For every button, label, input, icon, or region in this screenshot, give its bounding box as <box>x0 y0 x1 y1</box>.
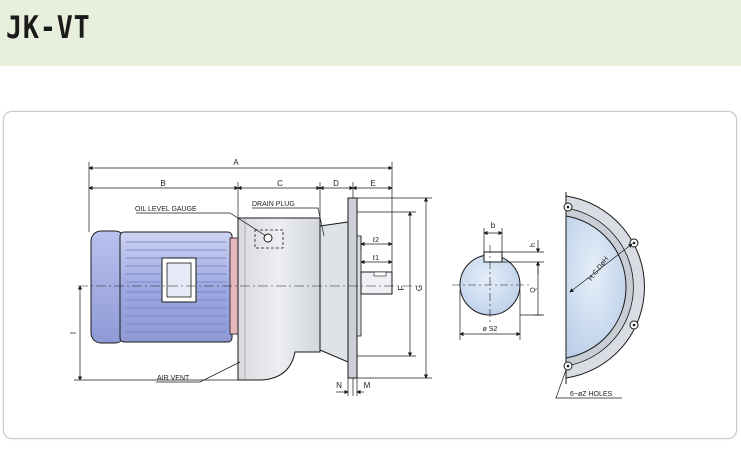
drawing-labels: A B C D E ℓ2 ℓ1 F G I N M OIL LEVEL GAUG… <box>69 158 613 398</box>
dim-label-e: E <box>370 179 375 188</box>
dim-label-l2: ℓ2 <box>372 237 379 244</box>
dim-label-c: C <box>277 179 283 188</box>
oil-level-gauge-label: OIL LEVEL GAUGE <box>135 206 197 213</box>
dim-label-key-width: b <box>491 221 496 230</box>
dim-label-key-height: h <box>530 243 537 247</box>
flange-front-view <box>555 192 645 399</box>
dim-label-g: G <box>415 285 424 291</box>
dim-label-n: N <box>336 381 342 390</box>
dim-label-a: A <box>233 158 239 167</box>
gearmotor-side-view <box>78 197 420 381</box>
drain-plug-label: DRAIN PLUG <box>252 201 295 208</box>
dim-label-l1: ℓ1 <box>372 255 379 262</box>
dim-label-shaft-diameter: ø S2 <box>483 326 498 333</box>
page-title: JK-VT <box>6 10 91 46</box>
dim-label-m: M <box>364 381 371 390</box>
dim-label-b: B <box>160 179 165 188</box>
main-dimensions <box>74 162 432 396</box>
shaft-section-view <box>452 228 544 340</box>
header-bar: JK-VT <box>0 0 741 66</box>
dim-label-q: Q <box>530 287 537 293</box>
dim-label-f: F <box>397 285 406 290</box>
dim-label-i: I <box>69 332 78 334</box>
air-vent-label: AIR VENT <box>157 375 190 382</box>
mounting-holes-label: 6−øZ HOLES <box>570 391 613 398</box>
dim-label-d: D <box>333 179 339 188</box>
